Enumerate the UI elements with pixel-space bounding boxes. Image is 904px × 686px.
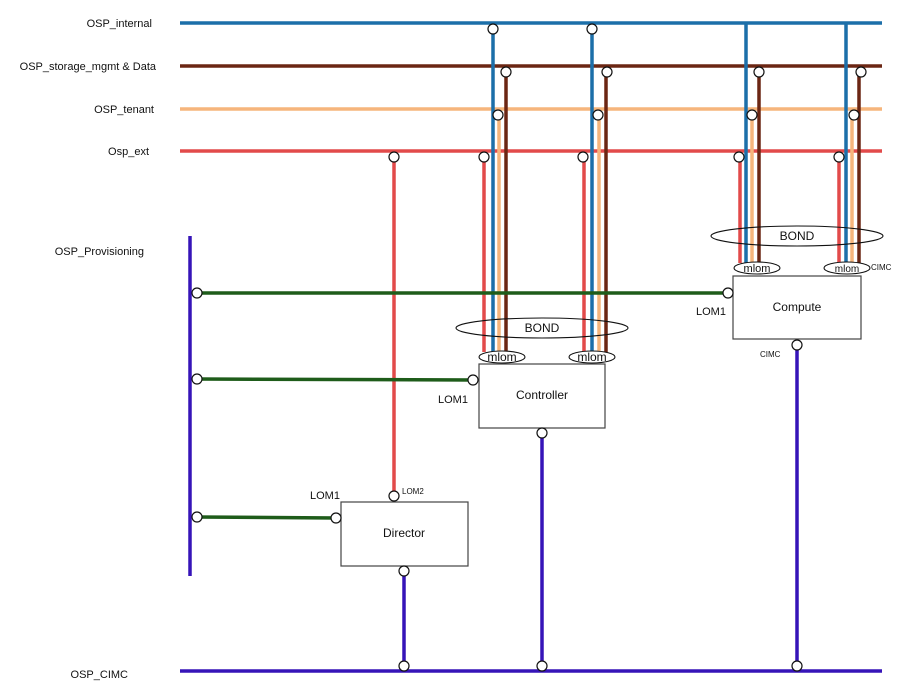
controller-mlom-2-label: mlom (577, 350, 606, 364)
compute-label: Compute (773, 300, 822, 314)
compute-mlom-2-label: mlom (835, 264, 859, 275)
controller-bond (455, 317, 629, 339)
controller-links (482, 29, 608, 352)
label-osp-storage: OSP_storage_mgmt & Data (20, 61, 157, 73)
label-osp-tenant: OSP_tenant (94, 104, 154, 116)
compute-mlom-1 (733, 261, 781, 275)
compute-node (732, 275, 862, 340)
director-node (340, 501, 469, 567)
controller-mlom-1 (478, 350, 526, 364)
controller-mlom-1-label: mlom (487, 350, 516, 364)
director-lom2-label: LOM2 (402, 487, 424, 496)
label-osp-internal: OSP_internal (87, 18, 152, 30)
director-lom1-label: LOM1 (310, 490, 340, 502)
controller-provisioning-link (196, 377, 474, 382)
compute-mlom-2 (823, 261, 871, 275)
controller-label: Controller (516, 388, 568, 402)
compute-bond (710, 225, 884, 247)
controller-bond-label: BOND (525, 321, 560, 335)
compute-cimc-label: CIMC (760, 350, 781, 359)
compute-lom1-label: LOM1 (696, 306, 726, 318)
controller-mlom-2 (568, 350, 616, 364)
director-provisioning-link (196, 515, 337, 520)
port-connectors (191, 23, 867, 672)
compute-links (738, 23, 861, 263)
controller-lom1-label: LOM1 (438, 394, 468, 406)
label-osp-ext: Osp_ext (108, 146, 149, 158)
compute-cimc-label-top: CIMC (871, 263, 892, 272)
compute-mlom-1-label: mlom (744, 263, 771, 275)
compute-bond-label: BOND (780, 229, 815, 243)
label-osp-provisioning: OSP_Provisioning (55, 246, 144, 258)
director-label: Director (383, 526, 425, 540)
label-osp-cimc: OSP_CIMC (71, 669, 129, 681)
